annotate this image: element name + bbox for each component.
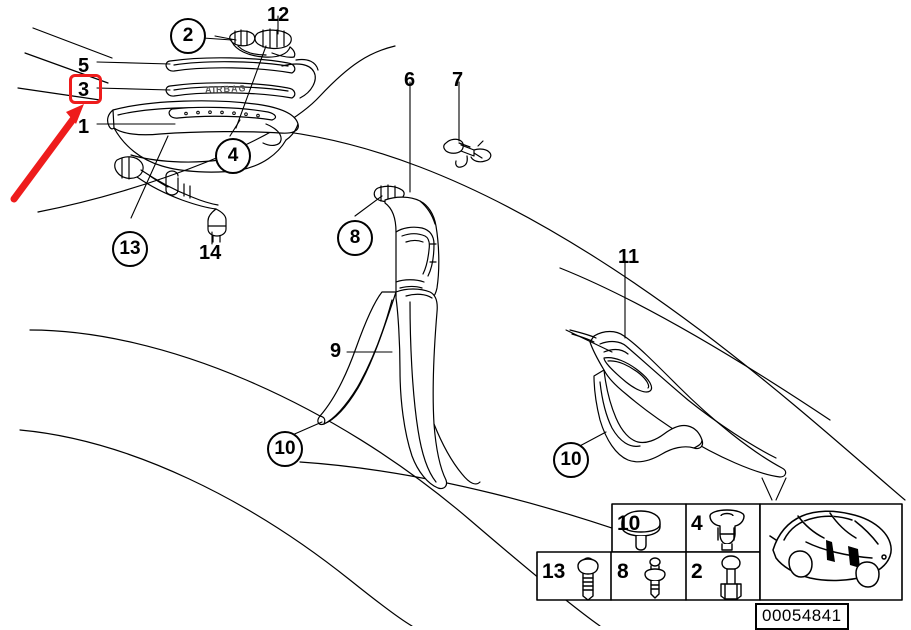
body-hint-lines (17, 27, 113, 101)
callout-3[interactable]: 3 (78, 79, 90, 101)
pointer-lines-aux (565, 329, 613, 353)
roof-rail-hint (281, 58, 319, 99)
airbag-marking: AIRBAG (204, 83, 247, 95)
legend-cell-number-8: 8 (617, 560, 629, 583)
part-14-bracket-arm (114, 156, 227, 243)
body-outline-curves (19, 45, 906, 626)
callout-circle-4[interactable]: 4 (215, 138, 251, 174)
callout-circle-10-c-pillar[interactable]: 10 (553, 442, 589, 478)
part-7-fastener (443, 138, 492, 168)
callout-1[interactable]: 1 (78, 116, 90, 138)
callout-14[interactable]: 14 (199, 242, 222, 264)
part-9-bpillar-lower-trim (317, 288, 481, 490)
callout-circle-10-b-pillar[interactable]: 10 (267, 431, 303, 467)
callout-6[interactable]: 6 (404, 69, 416, 91)
callout-9[interactable]: 9 (330, 340, 342, 362)
legend-cell-number-4: 4 (691, 512, 703, 535)
part-8-bpillar-upper-trim (384, 196, 440, 303)
part-3-airbag-strip (165, 82, 296, 99)
legend-cell-number-13: 13 (542, 560, 566, 583)
part-12-clip-bracket (229, 28, 296, 58)
part-5-trim-strip (165, 57, 296, 74)
highlight-box-callout-3 (69, 74, 102, 104)
callout-7[interactable]: 7 (452, 69, 464, 91)
legend-icon-10 (621, 510, 661, 551)
legend-icon-4 (709, 509, 745, 551)
legend-icon-2 (720, 555, 742, 600)
callout-12[interactable]: 12 (267, 4, 290, 26)
legend-icon-8 (644, 557, 666, 599)
hatch-marks (761, 477, 787, 501)
highlight-arrow (10, 104, 84, 203)
callout-circle-13[interactable]: 13 (112, 231, 148, 267)
legend-cell-number-10: 10 (617, 512, 641, 535)
callout-circle-8[interactable]: 8 (337, 220, 373, 256)
callout-circle-2[interactable]: 2 (170, 18, 206, 54)
part-1-a-pillar-trim (107, 100, 299, 173)
callout-5[interactable]: 5 (78, 55, 90, 77)
legend-vehicle-icon (769, 510, 892, 588)
part-11-cpillar-trim (569, 329, 787, 478)
legend-icon-13 (577, 557, 599, 601)
callout-11[interactable]: 11 (618, 246, 640, 268)
legend-cell-number-2: 2 (691, 560, 703, 583)
leader-lines (96, 15, 626, 449)
